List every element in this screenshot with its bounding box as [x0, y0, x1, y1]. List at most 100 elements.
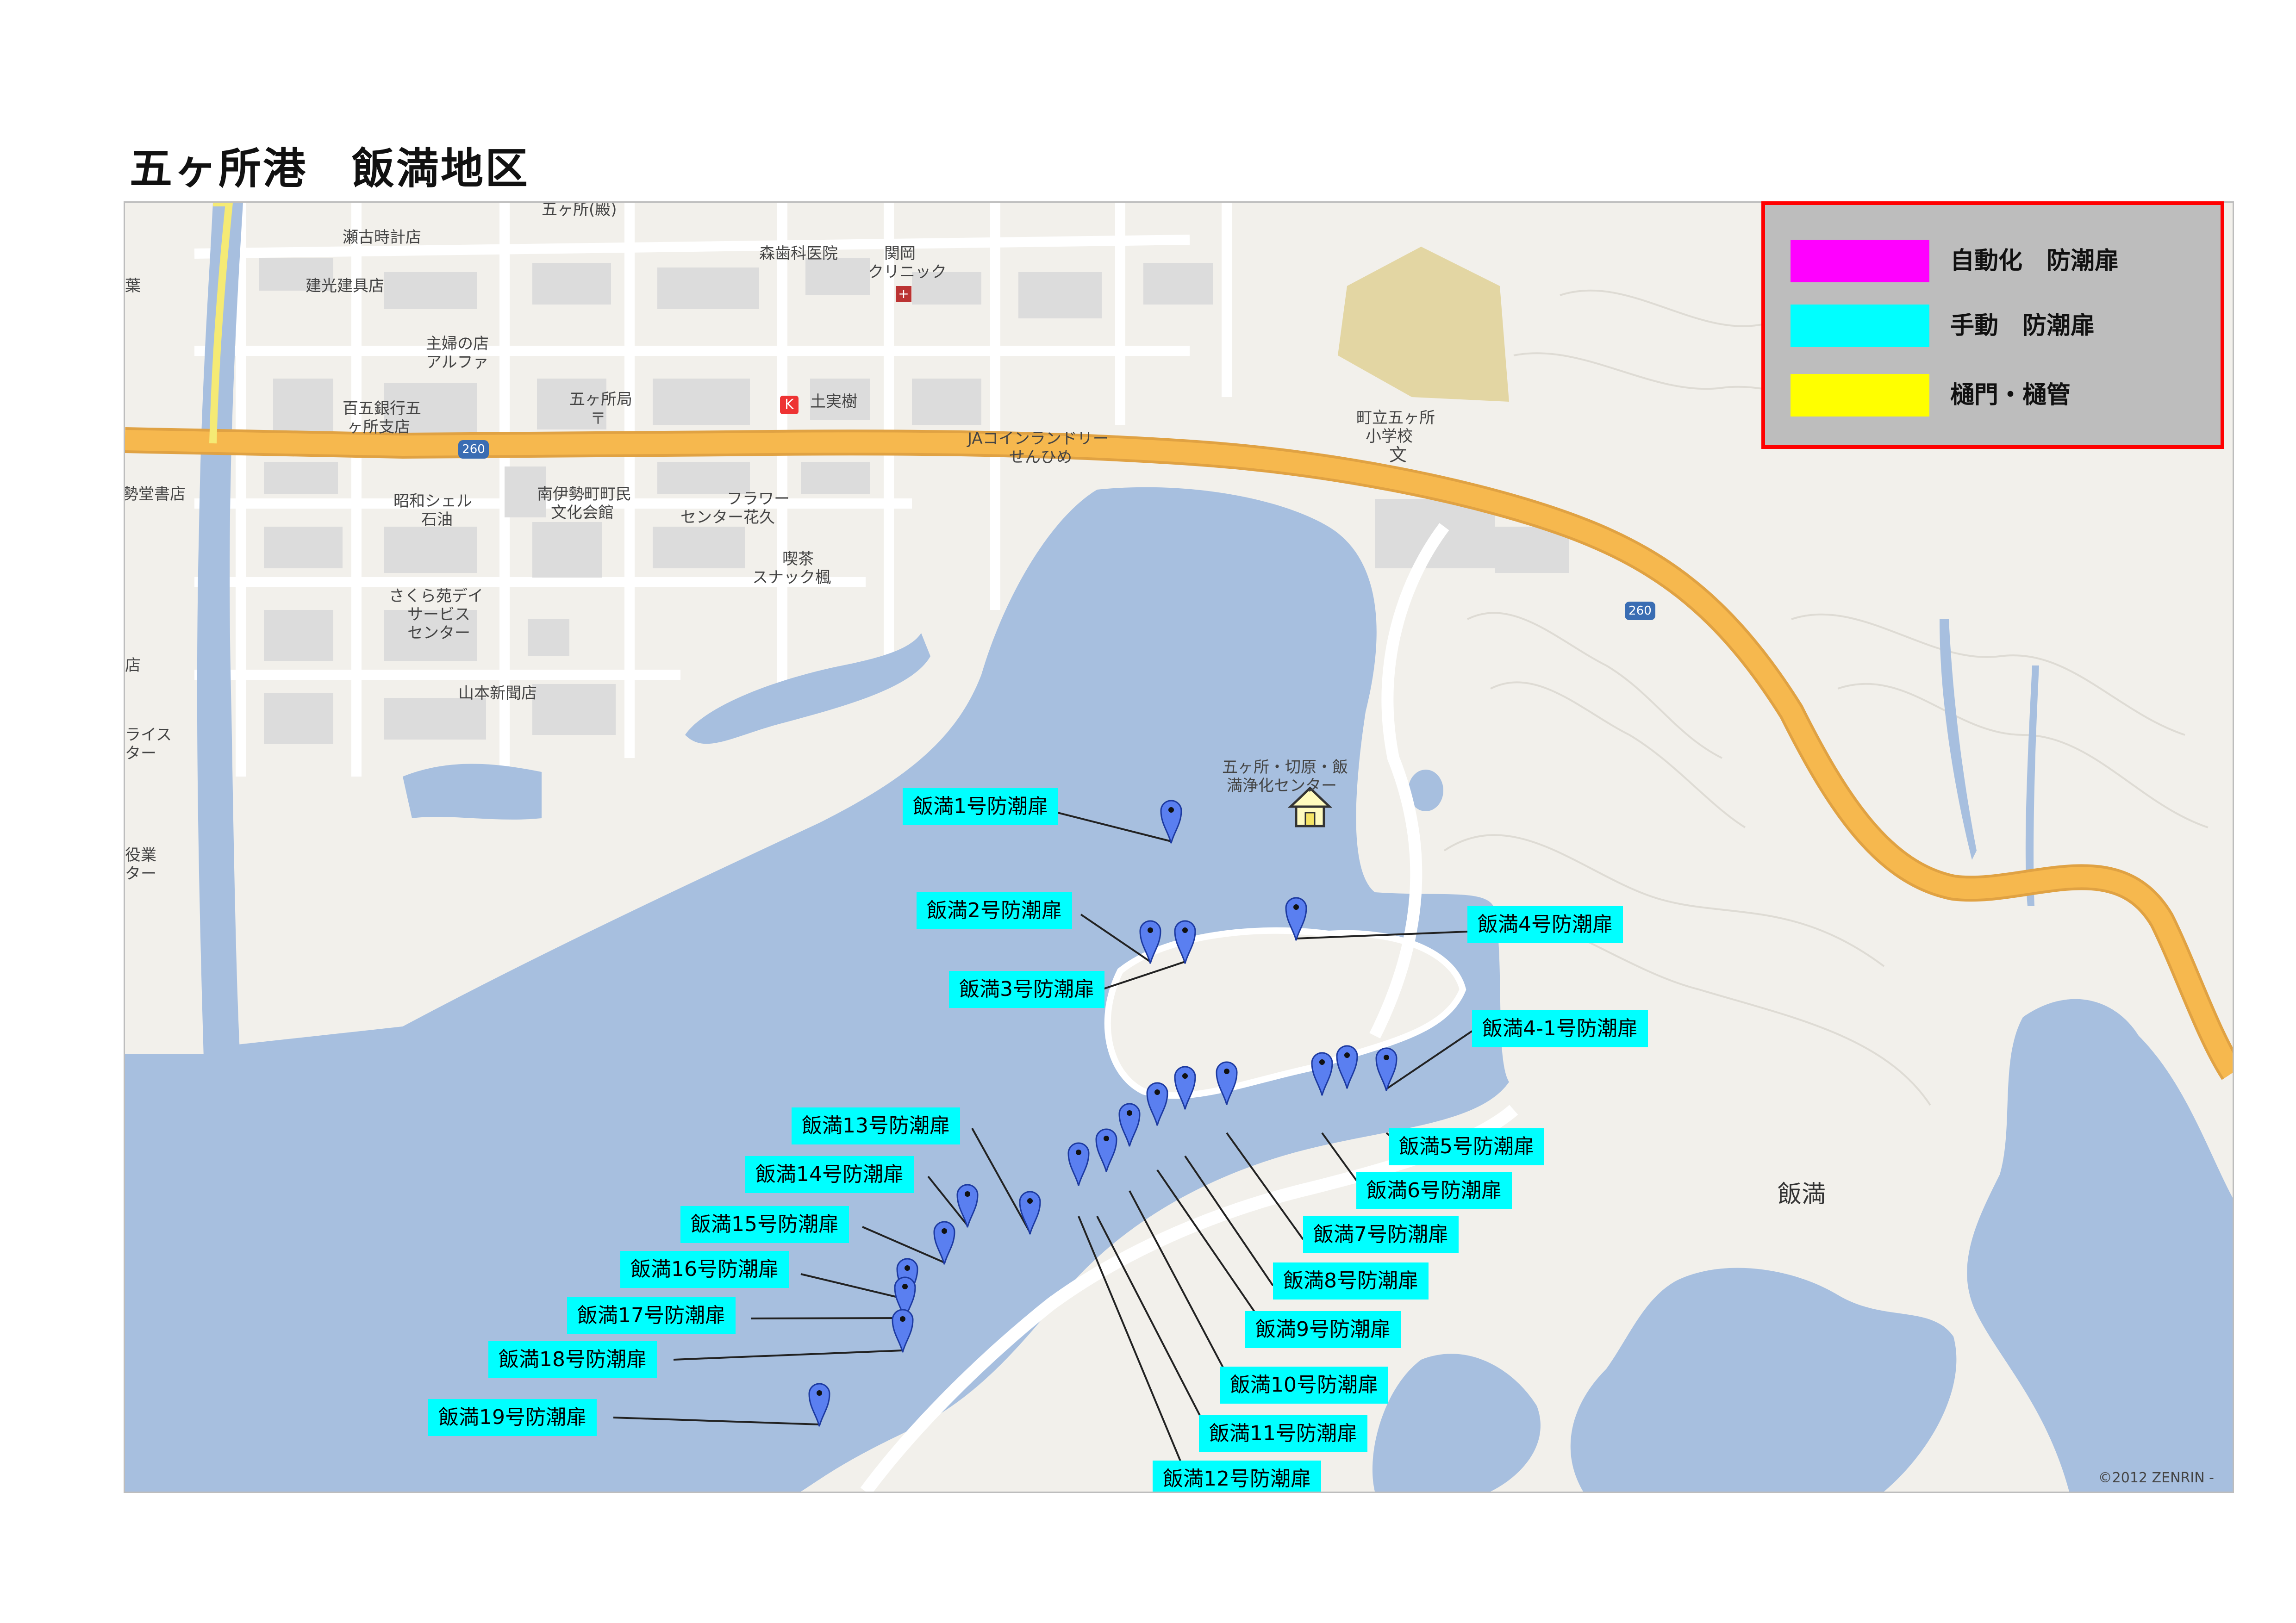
- route-shield: 260: [458, 440, 489, 459]
- area-name-label: 飯満: [1778, 1181, 1826, 1208]
- place-label: 南伊勢町町民: [537, 485, 631, 504]
- place-label: 五ヶ所(殿): [542, 201, 617, 219]
- map-pin-icon[interactable]: [806, 1378, 832, 1429]
- place-label: 葉: [125, 277, 141, 295]
- gate-label-1[interactable]: 飯満1号防潮扉: [903, 788, 1058, 825]
- buildings: [259, 258, 1569, 744]
- legend: 自動化 防潮扉 手動 防潮扉 樋門・樋管: [1761, 201, 2224, 449]
- bay: [125, 487, 1509, 1492]
- place-label: 町立五ヶ所: [1356, 409, 1435, 427]
- school-icon: 文: [1389, 445, 1407, 465]
- house-icon: [1287, 786, 1333, 827]
- gate-label-12[interactable]: 飯満12号防潮扉: [1153, 1461, 1321, 1492]
- legend-label: 自動化 防潮扉: [1950, 247, 2119, 275]
- gate-label-3[interactable]: 飯満3号防潮扉: [949, 971, 1104, 1008]
- map-pin-icon[interactable]: [1017, 1186, 1043, 1237]
- school-ground: [1338, 247, 1509, 402]
- place-label: 役業: [125, 846, 156, 864]
- place-label: スナック楓: [752, 568, 831, 587]
- map-pin-icon[interactable]: [931, 1216, 957, 1267]
- place-label: 五ヶ所局: [569, 390, 632, 409]
- contours: [1421, 289, 2209, 1106]
- place-label: フラワー: [727, 490, 790, 508]
- place-label: 五ヶ所・切原・飯: [1222, 758, 1348, 777]
- map-pin-icon[interactable]: [1172, 915, 1198, 966]
- gate-label-19[interactable]: 飯満19号防潮扉: [428, 1399, 597, 1436]
- place-label: ライス: [125, 726, 172, 744]
- post-office-icon: 〒: [590, 410, 606, 428]
- gate-label-11[interactable]: 飯満11号防潮扉: [1199, 1415, 1367, 1452]
- legend-label: 手動 防潮扉: [1950, 312, 2095, 340]
- map-pin-icon[interactable]: [1283, 892, 1309, 943]
- place-label: アルファ: [426, 353, 489, 372]
- place-label: ター: [125, 744, 156, 763]
- store-icon: K: [780, 396, 799, 414]
- page-title: 五ヶ所港 飯満地区: [130, 144, 530, 193]
- gate-label-2[interactable]: 飯満2号防潮扉: [917, 892, 1072, 929]
- river-left: [144, 203, 243, 1082]
- place-label: 森歯科医院: [759, 244, 838, 263]
- gate-label-15[interactable]: 飯満15号防潮扉: [680, 1206, 849, 1243]
- gate-label-7[interactable]: 飯満7号防潮扉: [1303, 1216, 1459, 1253]
- map-pin-icon[interactable]: [890, 1304, 916, 1355]
- place-label: サービス: [407, 605, 470, 624]
- map-copyright: ©2012 ZENRIN -: [2098, 1470, 2214, 1486]
- map-pin-icon[interactable]: [1158, 795, 1184, 846]
- gate-label-5[interactable]: 飯満5号防潮扉: [1389, 1128, 1544, 1165]
- gate-label-14[interactable]: 飯満14号防潮扉: [745, 1156, 914, 1193]
- map-pin-icon[interactable]: [1144, 1077, 1170, 1128]
- map-pin-icon[interactable]: [1172, 1061, 1198, 1112]
- place-label: 山本新聞店: [458, 684, 537, 703]
- place-label: 昭和シェル: [393, 492, 472, 510]
- map-pin-icon[interactable]: [955, 1179, 980, 1230]
- gate-label-6[interactable]: 飯満6号防潮扉: [1356, 1172, 1512, 1209]
- map-base: [125, 203, 2233, 1492]
- map-pin-icon[interactable]: [1137, 915, 1163, 966]
- place-label: JAコインランドリー: [967, 429, 1109, 448]
- yellow-road: [209, 203, 233, 444]
- hospital-icon: +: [896, 286, 911, 302]
- gate-label-4-1[interactable]: 飯満4-1号防潮扉: [1472, 1010, 1648, 1047]
- legend-swatch: [1791, 374, 1929, 417]
- peninsula: [1104, 927, 1466, 1099]
- place-label: ター: [125, 864, 156, 883]
- place-label: 喫茶: [782, 550, 814, 568]
- gate-label-16[interactable]: 飯満16号防潮扉: [620, 1251, 789, 1288]
- map-pin-icon[interactable]: [1093, 1124, 1119, 1175]
- gate-label-4[interactable]: 飯満4号防潮扉: [1467, 906, 1623, 943]
- place-label: 小学校: [1366, 427, 1413, 446]
- place-label: 文化会館: [551, 504, 614, 522]
- map-pin-icon[interactable]: [1334, 1040, 1360, 1091]
- map-pin-icon[interactable]: [892, 1272, 918, 1323]
- highway-260: [125, 430, 2233, 1079]
- route-shield: 260: [1625, 602, 1655, 620]
- gate-label-13[interactable]: 飯満13号防潮扉: [792, 1107, 960, 1144]
- place-label: 関岡: [884, 244, 916, 263]
- gate-label-17[interactable]: 飯満17号防潮扉: [567, 1297, 736, 1334]
- place-label: 店: [125, 656, 141, 675]
- gate-label-10[interactable]: 飯満10号防潮扉: [1220, 1367, 1388, 1404]
- map-pin-icon[interactable]: [1373, 1043, 1399, 1094]
- place-label: 建光建具店: [306, 277, 384, 295]
- inner-lake: [1570, 1268, 1957, 1492]
- gate-label-8[interactable]: 飯満8号防潮扉: [1273, 1262, 1429, 1300]
- map-pin-icon[interactable]: [1214, 1057, 1240, 1107]
- gate-label-18[interactable]: 飯満18号防潮扉: [488, 1341, 657, 1378]
- place-label: ヶ所支店: [347, 418, 410, 436]
- place-label: クリニック: [868, 263, 947, 281]
- right-bay: [1967, 999, 2233, 1492]
- legend-label: 樋門・樋管: [1950, 381, 2071, 409]
- place-label: センター花久: [680, 508, 775, 527]
- place-label: 満浄化センター: [1227, 777, 1337, 795]
- place-label: 主婦の店: [426, 335, 489, 353]
- gate-label-9[interactable]: 飯満9号防潮扉: [1245, 1311, 1401, 1348]
- street-grid: [194, 203, 1232, 777]
- map-pin-icon[interactable]: [1117, 1098, 1142, 1149]
- leader-lines: [613, 807, 1473, 1478]
- place-label: センター: [407, 624, 470, 642]
- map-pin-icon[interactable]: [1309, 1047, 1335, 1098]
- map-pin-icon[interactable]: [1066, 1138, 1092, 1188]
- legend-swatch: [1791, 305, 1929, 347]
- place-label: 土実樹: [810, 392, 857, 411]
- place-label: 百五銀行五: [343, 399, 421, 418]
